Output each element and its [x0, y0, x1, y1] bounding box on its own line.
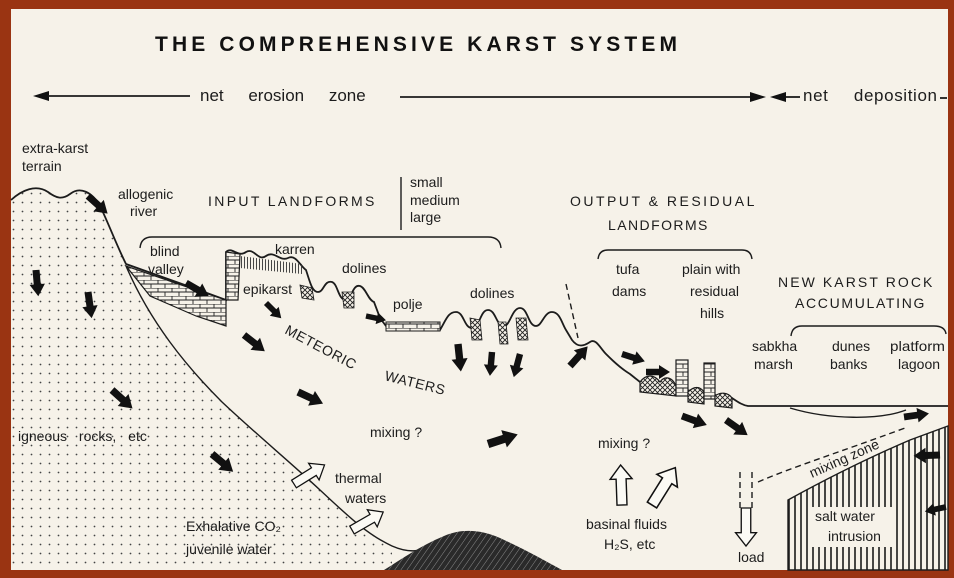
label-dolines-lower: dolines: [470, 285, 514, 301]
label-size-large: large: [410, 209, 441, 225]
igneous-rock-dotted-area: [11, 188, 392, 570]
label-thermal-line-1: thermal: [335, 470, 382, 486]
label-tufa-line-1: tufa: [616, 261, 640, 277]
label-size-small: small: [410, 174, 443, 190]
label-plain-line-2: residual: [690, 283, 739, 299]
label-salt-water-line-1: salt water: [815, 508, 875, 524]
label-karren: karren: [275, 241, 315, 257]
heading-new-karst-line-1: NEW KARST ROCK: [778, 274, 933, 290]
label-size-medium: medium: [410, 192, 460, 208]
tufa-dam-mound-3: [714, 392, 733, 409]
doline-fill-5: [515, 317, 529, 341]
doline-fill-2: [341, 291, 355, 309]
doline-fill-1: [299, 284, 315, 301]
label-tufa-line-2: dams: [612, 283, 646, 299]
platform-mound-line: [789, 407, 907, 418]
label-plain-line-1: plain with: [682, 261, 740, 277]
salt-water-label-backing: [811, 507, 895, 547]
basement-rock-mound: [384, 530, 562, 570]
label-thermal-line-2: waters: [344, 490, 386, 506]
label-allogenic-line-1: allogenic: [118, 186, 173, 202]
polje-floor: [385, 321, 441, 332]
doline-fill-3: [469, 317, 483, 341]
limestone-cliff-blocks: [225, 251, 241, 301]
label-extra-karst-line-1: extra-karst: [22, 140, 88, 156]
label-dolines-upper: dolines: [342, 260, 386, 276]
label-exhalative: Exhalative CO₂: [186, 518, 281, 534]
output-landforms-bracket: [597, 249, 753, 260]
label-blind-valley-line-2: valley: [148, 261, 184, 277]
deposition-zone-indicator: net deposition: [770, 86, 947, 105]
erosion-right-arrowhead: [750, 92, 766, 102]
label-load: load: [738, 549, 764, 565]
label-blind-valley-line-1: blind: [150, 243, 180, 259]
tufa-dam-mound-1: [639, 375, 677, 397]
erosion-zone-label: net erosion zone: [200, 86, 366, 105]
erosion-zone-indicator: net erosion zone: [33, 86, 766, 105]
label-epikarst: epikarst: [243, 281, 292, 297]
label-salt-water-line-2: intrusion: [828, 528, 881, 544]
karren-fissures: [240, 256, 302, 274]
label-platform-line-2: lagoon: [898, 356, 940, 372]
tufa-dam-mound-2: [687, 386, 705, 405]
label-mixing-center: mixing ?: [370, 424, 422, 440]
label-dunes-line-2: banks: [830, 356, 867, 372]
doline-fill-4: [497, 321, 509, 345]
label-juvenile-water: juvenile water: [185, 541, 272, 557]
label-igneous-rocks: igneous rocks, etc: [18, 428, 147, 444]
heading-output-landforms-line-2: LANDFORMS: [608, 217, 708, 233]
label-plain-line-3: hills: [700, 305, 724, 321]
heading-output-landforms-line-1: OUTPUT & RESIDUAL: [570, 193, 755, 209]
residual-tower-2: [703, 362, 716, 400]
label-sabkha-line-1: sabkha: [752, 338, 797, 354]
igneous-boundary-line: [125, 265, 433, 552]
diagram-title: THE COMPREHENSIVE KARST SYSTEM: [155, 33, 677, 56]
deposition-left-arrowhead: [770, 92, 786, 102]
label-mixing-basinal: mixing ?: [598, 435, 650, 451]
label-allogenic-line-2: river: [130, 203, 158, 219]
new-karst-bracket: [790, 325, 947, 337]
label-basinal-line-2: H₂S, etc: [604, 536, 655, 552]
erosion-left-arrowhead: [33, 91, 49, 101]
input-landforms-bracket: [139, 236, 502, 249]
label-sabkha-line-2: marsh: [754, 356, 793, 372]
label-platform-line-1: platform: [890, 338, 945, 354]
label-basinal-line-1: basinal fluids: [586, 516, 667, 532]
residual-tower-1: [675, 359, 689, 397]
label-polje: polje: [393, 296, 423, 312]
label-extra-karst-line-2: terrain: [22, 158, 62, 174]
mixing-zone-dashed-line: [757, 427, 906, 483]
deposition-zone-label: net deposition: [803, 86, 937, 105]
heading-new-karst-line-2: ACCUMULATING: [795, 295, 925, 311]
label-dunes-line-1: dunes: [832, 338, 870, 354]
